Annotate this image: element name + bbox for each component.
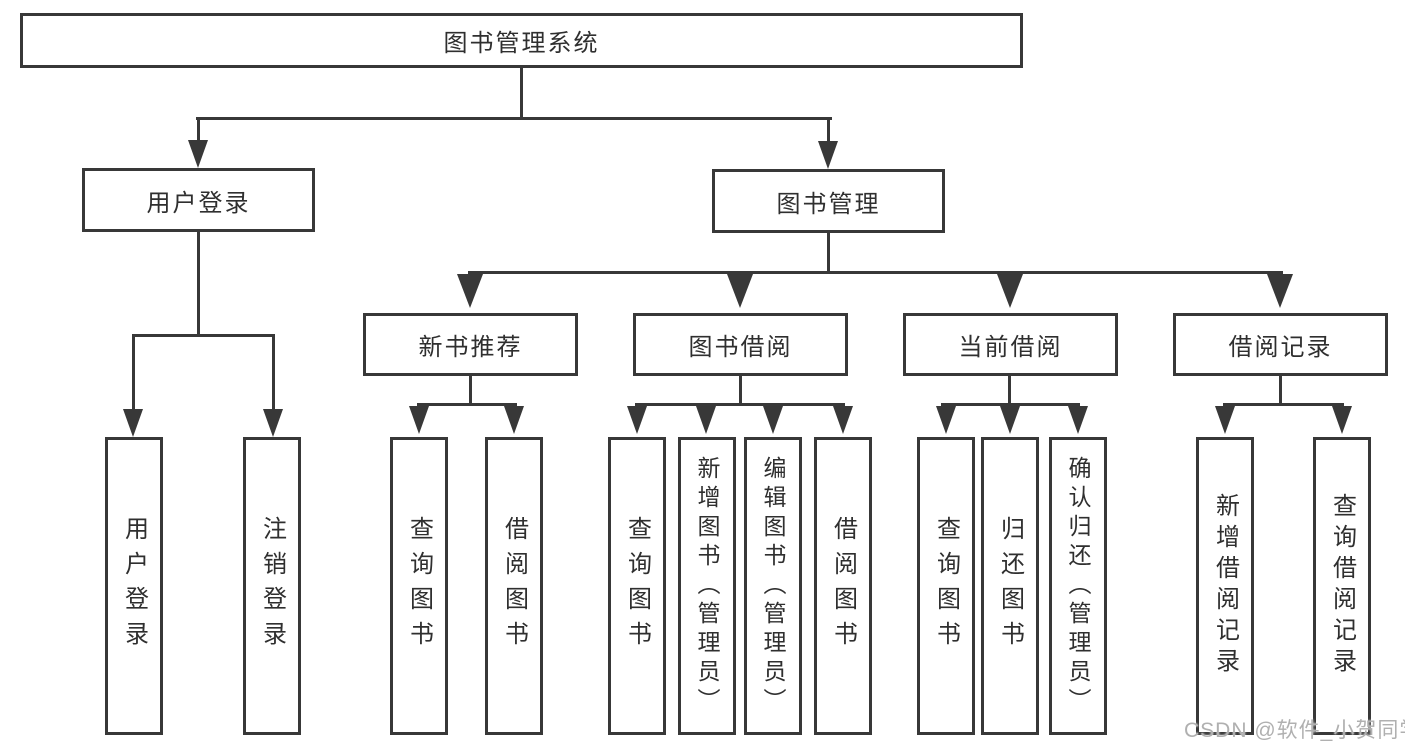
connector-sec3-stub xyxy=(1279,376,1282,406)
arrowhead-user-leaf-1 xyxy=(263,409,283,437)
arrowhead-section-0 xyxy=(457,274,483,308)
connector-sec2-horizontal xyxy=(941,403,1080,406)
leaf-borrow-add-admin-label: 新增图书（管理员） xyxy=(694,455,720,717)
leaf-user-login-label: 用户登录 xyxy=(120,516,148,656)
leaf-borrow-query-label: 查询图书 xyxy=(623,516,651,656)
arrowhead-user-leaf-0 xyxy=(123,409,143,437)
leaf-borrow-edit-admin-label: 编辑图书（管理员） xyxy=(760,455,786,717)
connector-user-horizontal xyxy=(132,334,275,337)
arrowhead-book xyxy=(818,141,838,169)
arrowhead-sec3-leaf-1 xyxy=(1332,406,1352,434)
connector-sections-horizontal xyxy=(468,271,1283,274)
node-root: 图书管理系统 xyxy=(20,13,1023,68)
connector-user-left-drop xyxy=(132,336,135,409)
arrowhead-section-2 xyxy=(997,274,1023,308)
leaf-current-return-label: 归还图书 xyxy=(996,516,1024,656)
node-root-label: 图书管理系统 xyxy=(443,30,600,57)
connector-l1-right-drop xyxy=(827,119,830,142)
leaf-newbooks-borrow: 借阅图书 xyxy=(485,437,543,735)
leaf-current-query-label: 查询图书 xyxy=(932,516,960,656)
leaf-record-add-label: 新增借阅记录 xyxy=(1211,493,1239,679)
arrowhead-sec2-leaf-2 xyxy=(1068,406,1088,434)
node-book-management-branch: 图书管理 xyxy=(712,169,945,233)
arrowhead-sec1-leaf-1 xyxy=(696,406,716,434)
leaf-borrow-query: 查询图书 xyxy=(608,437,666,735)
leaf-user-logout-label: 注销登录 xyxy=(258,516,286,656)
connector-sec1-stub xyxy=(739,376,742,406)
leaf-current-return: 归还图书 xyxy=(981,437,1039,735)
arrowhead-sec3-leaf-0 xyxy=(1215,406,1235,434)
leaf-borrow-borrow: 借阅图书 xyxy=(814,437,872,735)
connector-l1-horizontal xyxy=(196,117,832,120)
arrowhead-section-3 xyxy=(1267,274,1293,308)
connector-root-stub xyxy=(520,68,523,119)
arrowhead-sec2-leaf-0 xyxy=(936,406,956,434)
leaf-borrow-borrow-label: 借阅图书 xyxy=(829,516,857,656)
arrowhead-section-1 xyxy=(727,274,753,308)
leaf-borrow-add-admin: 新增图书（管理员） xyxy=(678,437,736,735)
node-section-new-books: 新书推荐 xyxy=(363,313,578,376)
leaf-record-query: 查询借阅记录 xyxy=(1313,437,1371,735)
node-user-login-label: 用户登录 xyxy=(146,189,251,217)
leaf-newbooks-query: 查询图书 xyxy=(390,437,448,735)
leaf-record-query-label: 查询借阅记录 xyxy=(1328,493,1356,679)
csdn-watermark: CSDN @软件_小贺同学 xyxy=(1184,719,1405,742)
connector-l1-left-drop xyxy=(197,119,200,142)
arrowhead-user xyxy=(188,140,208,168)
leaf-newbooks-query-label: 查询图书 xyxy=(405,516,433,656)
leaf-current-confirm-admin: 确认归还（管理员） xyxy=(1049,437,1107,735)
connector-book-stub xyxy=(827,233,830,274)
connector-sec0-horizontal xyxy=(417,403,517,406)
leaf-current-confirm-admin-label: 确认归还（管理员） xyxy=(1065,455,1091,717)
node-section-current-borrow-label: 当前借阅 xyxy=(958,334,1063,361)
arrowhead-sec1-leaf-3 xyxy=(833,406,853,434)
leaf-record-add: 新增借阅记录 xyxy=(1196,437,1254,735)
leaf-user-login: 用户登录 xyxy=(105,437,163,735)
node-book-management-label: 图书管理 xyxy=(776,190,881,218)
leaf-newbooks-borrow-label: 借阅图书 xyxy=(500,516,528,656)
node-section-borrow-records-label: 借阅记录 xyxy=(1228,334,1333,361)
connector-sec0-stub xyxy=(469,376,472,406)
connector-user-stub xyxy=(197,232,200,337)
leaf-current-query: 查询图书 xyxy=(917,437,975,735)
connector-user-right-drop xyxy=(272,336,275,409)
node-section-current-borrow: 当前借阅 xyxy=(903,313,1118,376)
arrowhead-sec1-leaf-0 xyxy=(627,406,647,434)
node-section-borrow-records: 借阅记录 xyxy=(1173,313,1388,376)
connector-sec1-horizontal xyxy=(635,403,845,406)
node-section-new-books-label: 新书推荐 xyxy=(418,334,523,361)
arrowhead-sec0-leaf-0 xyxy=(409,406,429,434)
leaf-user-logout: 注销登录 xyxy=(243,437,301,735)
node-section-book-borrow: 图书借阅 xyxy=(633,313,848,376)
arrowhead-sec0-leaf-1 xyxy=(504,406,524,434)
leaf-borrow-edit-admin: 编辑图书（管理员） xyxy=(744,437,802,735)
connector-sec3-horizontal xyxy=(1223,403,1344,406)
arrowhead-sec1-leaf-2 xyxy=(763,406,783,434)
connector-sec2-stub xyxy=(1008,376,1011,406)
node-section-book-borrow-label: 图书借阅 xyxy=(688,334,793,361)
node-user-login-branch: 用户登录 xyxy=(82,168,315,232)
arrowhead-sec2-leaf-1 xyxy=(1000,406,1020,434)
